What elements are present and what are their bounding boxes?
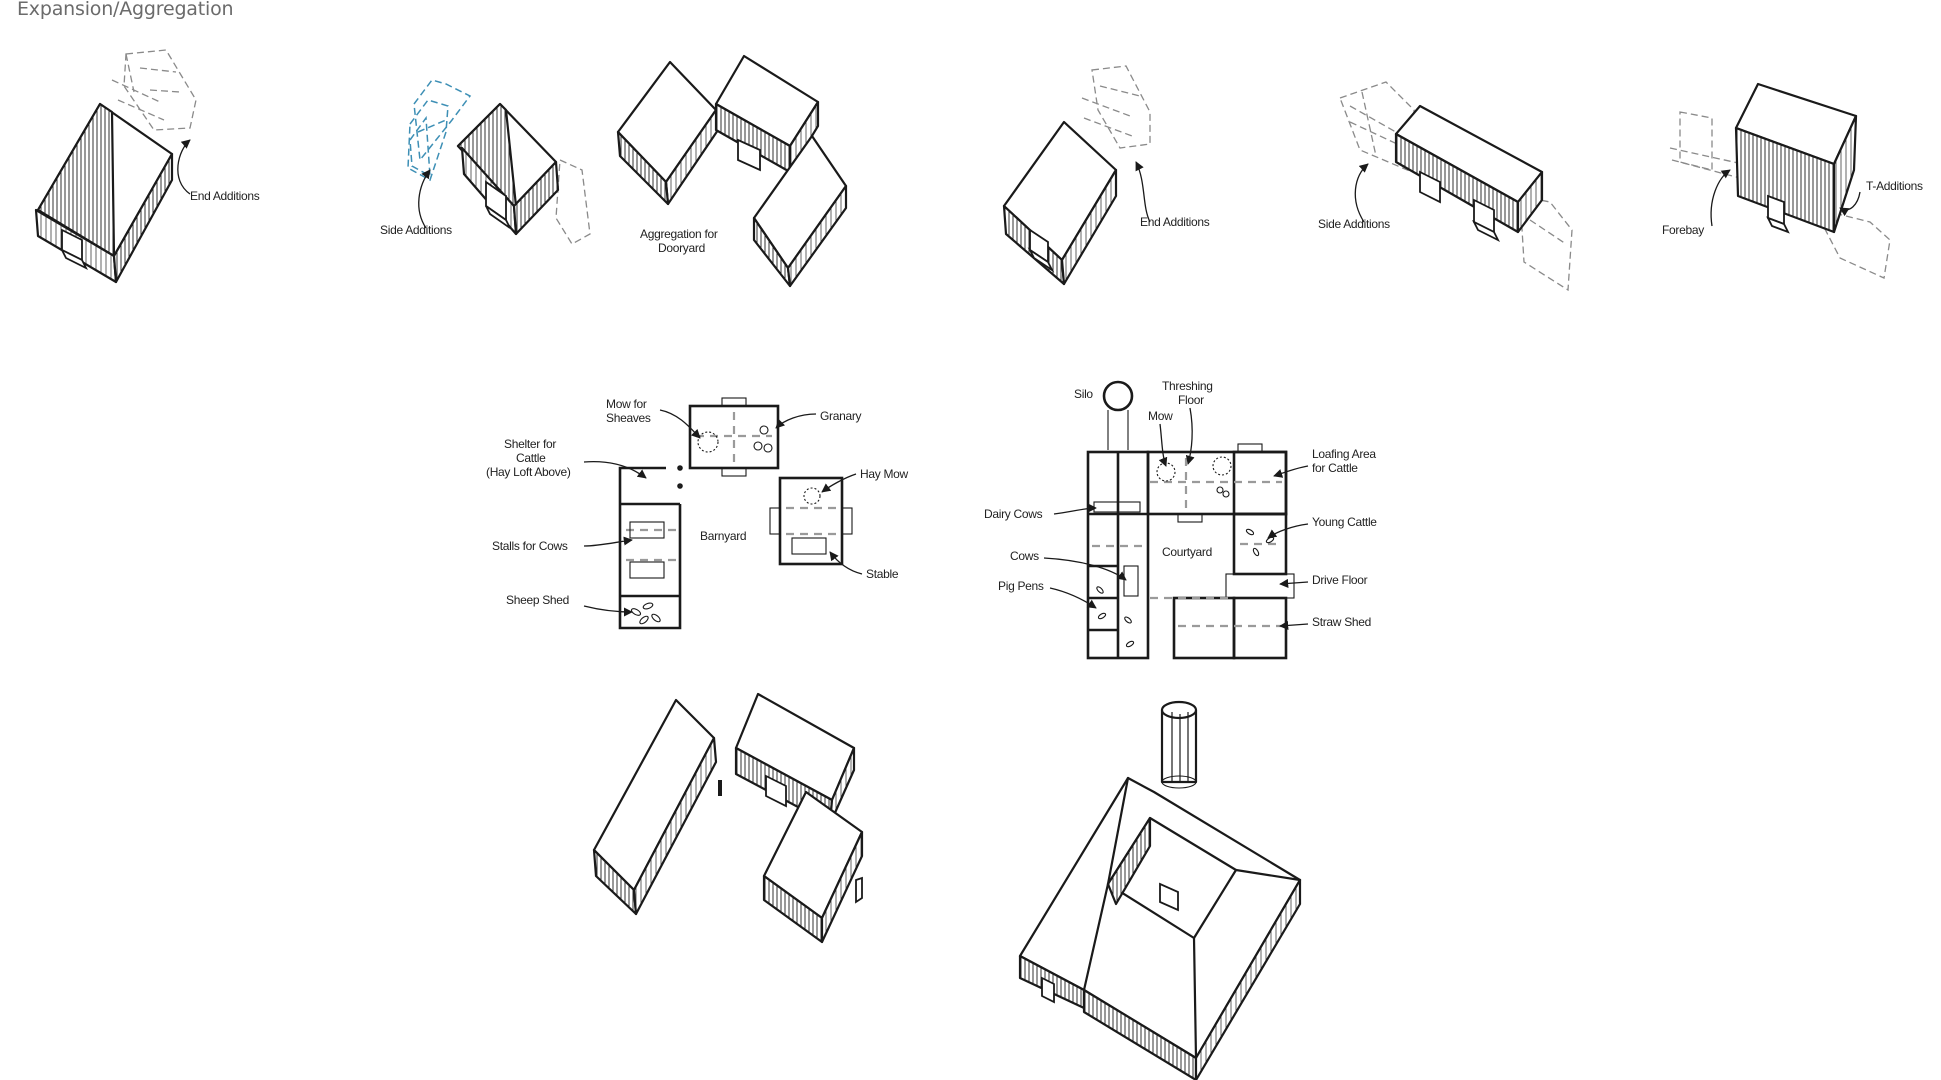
label-stalls-for-cows: Stalls for Cows	[492, 539, 568, 553]
label-shelter-3: (Hay Loft Above)	[486, 465, 571, 479]
label-mow: Mow	[1148, 409, 1173, 423]
arrow	[660, 410, 700, 438]
arrow	[1268, 524, 1308, 538]
label-drive-floor: Drive Floor	[1312, 573, 1368, 587]
label-barnyard: Barnyard	[700, 529, 746, 543]
barn-aggregation-dooryard	[618, 56, 846, 286]
label-pig-pens: Pig Pens	[998, 579, 1044, 593]
label-loafing-1: Loafing Area	[1312, 447, 1376, 461]
label-aggregation-2: Dooryard	[658, 241, 705, 255]
arrow	[1188, 408, 1192, 464]
label-threshing-1: Threshing	[1162, 379, 1213, 393]
label-end-additions-2: End Additions	[1140, 215, 1210, 229]
plan-left-barnyard	[620, 398, 852, 628]
barn-forebay-t-additions	[1670, 84, 1890, 278]
label-mow-sheaves-2: Sheaves	[606, 411, 651, 425]
arrow	[1160, 424, 1166, 466]
arrow	[1355, 164, 1368, 222]
arrow	[1274, 466, 1308, 476]
label-side-additions-1: Side Additions	[380, 223, 452, 237]
label-shelter-2: Cattle	[516, 451, 546, 465]
label-threshing-2: Floor	[1178, 393, 1204, 407]
barn-side-additions-2	[1340, 82, 1572, 290]
label-stable: Stable	[866, 567, 899, 581]
label-loafing-2: for Cattle	[1312, 461, 1358, 475]
label-mow-sheaves-1: Mow for	[606, 397, 647, 411]
barn-end-additions-2	[1004, 66, 1150, 284]
arrow	[584, 606, 632, 612]
arrow	[1136, 162, 1150, 222]
barn-end-additions-1	[36, 50, 196, 282]
label-courtyard: Courtyard	[1162, 545, 1212, 559]
label-shelter-1: Shelter for	[504, 437, 556, 451]
label-cows: Cows	[1010, 549, 1039, 563]
barn-side-additions-1	[408, 80, 590, 244]
label-straw-shed: Straw Shed	[1312, 615, 1371, 629]
barn-aggregation-farm-left	[594, 694, 862, 942]
label-dairy-cows: Dairy Cows	[984, 507, 1043, 521]
label-side-additions-2: Side Additions	[1318, 217, 1390, 231]
arrow	[776, 414, 816, 428]
arrow	[1044, 558, 1126, 580]
label-silo: Silo	[1074, 387, 1093, 401]
label-young-cattle: Young Cattle	[1312, 515, 1377, 529]
label-granary: Granary	[820, 409, 862, 423]
label-t-additions: T-Additions	[1866, 179, 1923, 193]
arrow	[178, 140, 190, 194]
arrow	[1711, 170, 1730, 226]
barn-courtyard-complex	[1020, 702, 1300, 1080]
label-end-additions-1: End Additions	[190, 189, 260, 203]
arrow	[419, 170, 430, 228]
arrow	[1280, 624, 1308, 626]
label-sheep-shed: Sheep Shed	[506, 593, 569, 607]
plan-right-courtyard	[1088, 382, 1294, 658]
label-hay-mow: Hay Mow	[860, 467, 909, 481]
label-forebay: Forebay	[1662, 223, 1704, 237]
arrow	[584, 462, 646, 478]
arrow	[584, 540, 632, 546]
label-aggregation-1: Aggregation for	[640, 227, 718, 241]
